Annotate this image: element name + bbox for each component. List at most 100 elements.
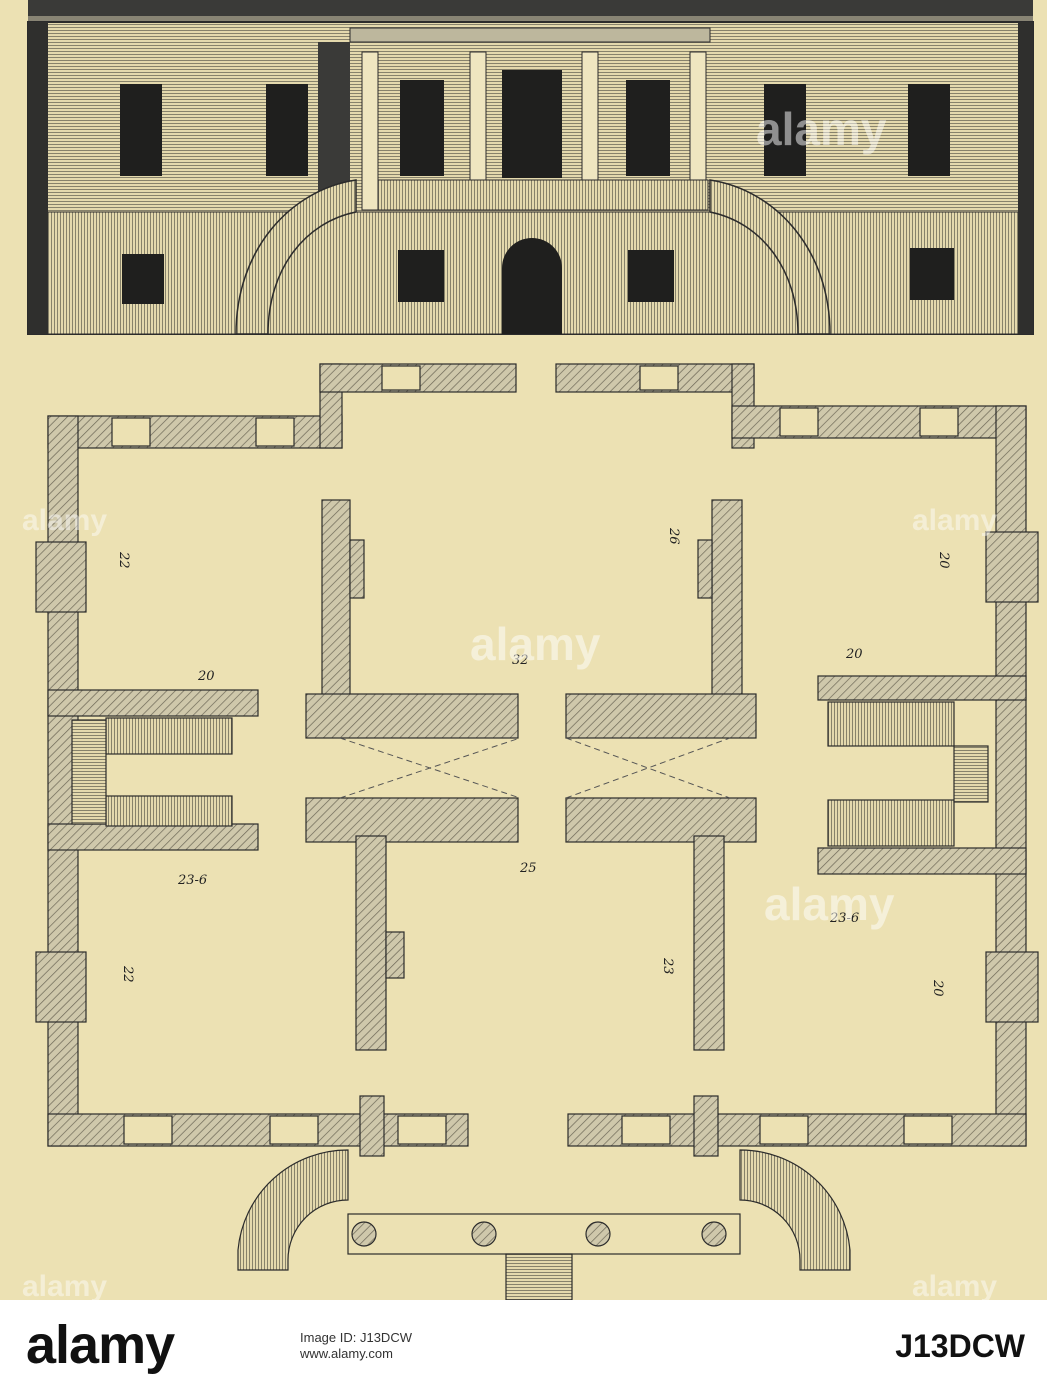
window-opening bbox=[903, 1115, 953, 1145]
window bbox=[398, 250, 444, 302]
hall-wall bbox=[565, 693, 757, 739]
stair-wall bbox=[47, 823, 259, 851]
window bbox=[122, 254, 164, 304]
floor-plan bbox=[35, 363, 1039, 1300]
balustrade bbox=[377, 179, 709, 211]
room-label: 23-6 bbox=[177, 873, 207, 888]
window-opening bbox=[397, 1115, 447, 1145]
architectural-drawing: 22 20 26 20 20 32 23-6 25 23-6 22 23 20 … bbox=[0, 0, 1047, 1300]
window bbox=[628, 250, 674, 302]
hall-wall bbox=[711, 499, 743, 701]
room-labels: 22 20 26 20 20 32 23-6 25 23-6 22 23 20 bbox=[116, 527, 951, 997]
stair-flight bbox=[827, 799, 955, 847]
window-opening bbox=[381, 365, 421, 391]
room-label: 25 bbox=[519, 861, 537, 876]
chimney-breast bbox=[985, 531, 1039, 603]
room-label: 23 bbox=[660, 957, 675, 975]
window bbox=[764, 84, 806, 176]
watermark-text: alamy bbox=[764, 878, 895, 930]
window bbox=[626, 80, 670, 176]
arched-door bbox=[502, 238, 562, 334]
vault-lines bbox=[339, 737, 731, 799]
window-opening bbox=[123, 1115, 173, 1145]
watermark-text: alamy bbox=[22, 504, 107, 537]
alamy-logo[interactable]: alamy bbox=[26, 1315, 175, 1375]
room-label: 22 bbox=[116, 551, 131, 569]
right-quoin bbox=[1018, 22, 1033, 334]
cornice bbox=[28, 0, 1033, 16]
room-label: 22 bbox=[120, 965, 135, 983]
footer-info: Image ID: J13DCW www.alamy.com bbox=[300, 1330, 412, 1362]
window bbox=[400, 80, 444, 176]
hall-wall bbox=[305, 797, 519, 843]
portico-door bbox=[502, 70, 562, 178]
stair-wall bbox=[817, 847, 1027, 875]
image-id-label: Image ID: J13DCW bbox=[300, 1330, 412, 1345]
hall-wall bbox=[693, 835, 725, 1051]
hall-wall bbox=[305, 693, 519, 739]
stair-flight bbox=[827, 701, 955, 747]
stair-landing bbox=[71, 719, 107, 825]
column-plan bbox=[701, 1221, 727, 1247]
chimney-breast bbox=[985, 951, 1039, 1023]
stock-footer: alamy Image ID: J13DCW www.alamy.com J13… bbox=[0, 1300, 1047, 1390]
window bbox=[266, 84, 308, 176]
column-plan bbox=[585, 1221, 611, 1247]
left-quoin bbox=[28, 22, 48, 334]
window-opening bbox=[919, 407, 959, 437]
room-label: 20 bbox=[197, 669, 215, 684]
room-label: 32 bbox=[512, 653, 529, 668]
watermark-text: alamy bbox=[22, 1270, 107, 1300]
pilaster bbox=[349, 539, 365, 599]
window-opening bbox=[111, 417, 151, 447]
wall-north-left bbox=[47, 415, 343, 449]
column-plan bbox=[471, 1221, 497, 1247]
entrance-steps bbox=[237, 1149, 851, 1300]
room-label: 23-6 bbox=[829, 911, 859, 926]
watermark-text: alamy bbox=[912, 504, 997, 537]
hall-wall bbox=[565, 797, 757, 843]
column bbox=[361, 51, 379, 211]
window bbox=[908, 84, 950, 176]
wall-east bbox=[995, 405, 1027, 1147]
room-label: 20 bbox=[845, 647, 863, 662]
stair-landing bbox=[953, 745, 989, 803]
stair-wall bbox=[47, 689, 259, 717]
hall-wall bbox=[321, 499, 351, 701]
portico-entablature bbox=[349, 27, 711, 43]
chimney-breast bbox=[35, 541, 87, 613]
window-opening bbox=[255, 417, 295, 447]
pier bbox=[359, 1095, 385, 1157]
image-code: J13DCW bbox=[895, 1328, 1025, 1364]
pier bbox=[693, 1095, 719, 1157]
window-opening bbox=[621, 1115, 671, 1145]
window-opening bbox=[639, 365, 679, 391]
engraved-plate: 22 20 26 20 20 32 23-6 25 23-6 22 23 20 … bbox=[0, 0, 1047, 1300]
hall-wall bbox=[355, 835, 387, 1051]
column-plan bbox=[351, 1221, 377, 1247]
pilaster bbox=[697, 539, 713, 599]
cornice-band bbox=[28, 16, 1033, 22]
site-link[interactable]: www.alamy.com bbox=[300, 1346, 393, 1361]
room-label: 20 bbox=[936, 551, 951, 569]
stair-flight bbox=[105, 795, 233, 827]
stair-flight bbox=[105, 717, 233, 755]
room-label: 26 bbox=[666, 527, 681, 545]
window-opening bbox=[779, 407, 819, 437]
left-stair bbox=[235, 179, 357, 335]
wall-north-right bbox=[731, 405, 1027, 439]
window-opening bbox=[759, 1115, 809, 1145]
right-stair bbox=[709, 179, 831, 335]
stair-wall bbox=[817, 675, 1027, 701]
pilaster bbox=[385, 931, 405, 979]
watermark-text: alamy bbox=[912, 1270, 997, 1300]
watermark-text: alamy bbox=[756, 103, 887, 155]
window bbox=[910, 248, 954, 300]
watermark: alamy alamy alamy alamy alamy alamy alam… bbox=[22, 103, 997, 1300]
room-label: 20 bbox=[930, 979, 945, 997]
chimney-breast bbox=[35, 951, 87, 1023]
window-opening bbox=[269, 1115, 319, 1145]
window bbox=[120, 84, 162, 176]
watermark-text: alamy bbox=[470, 618, 601, 670]
facade-elevation bbox=[27, 0, 1034, 335]
